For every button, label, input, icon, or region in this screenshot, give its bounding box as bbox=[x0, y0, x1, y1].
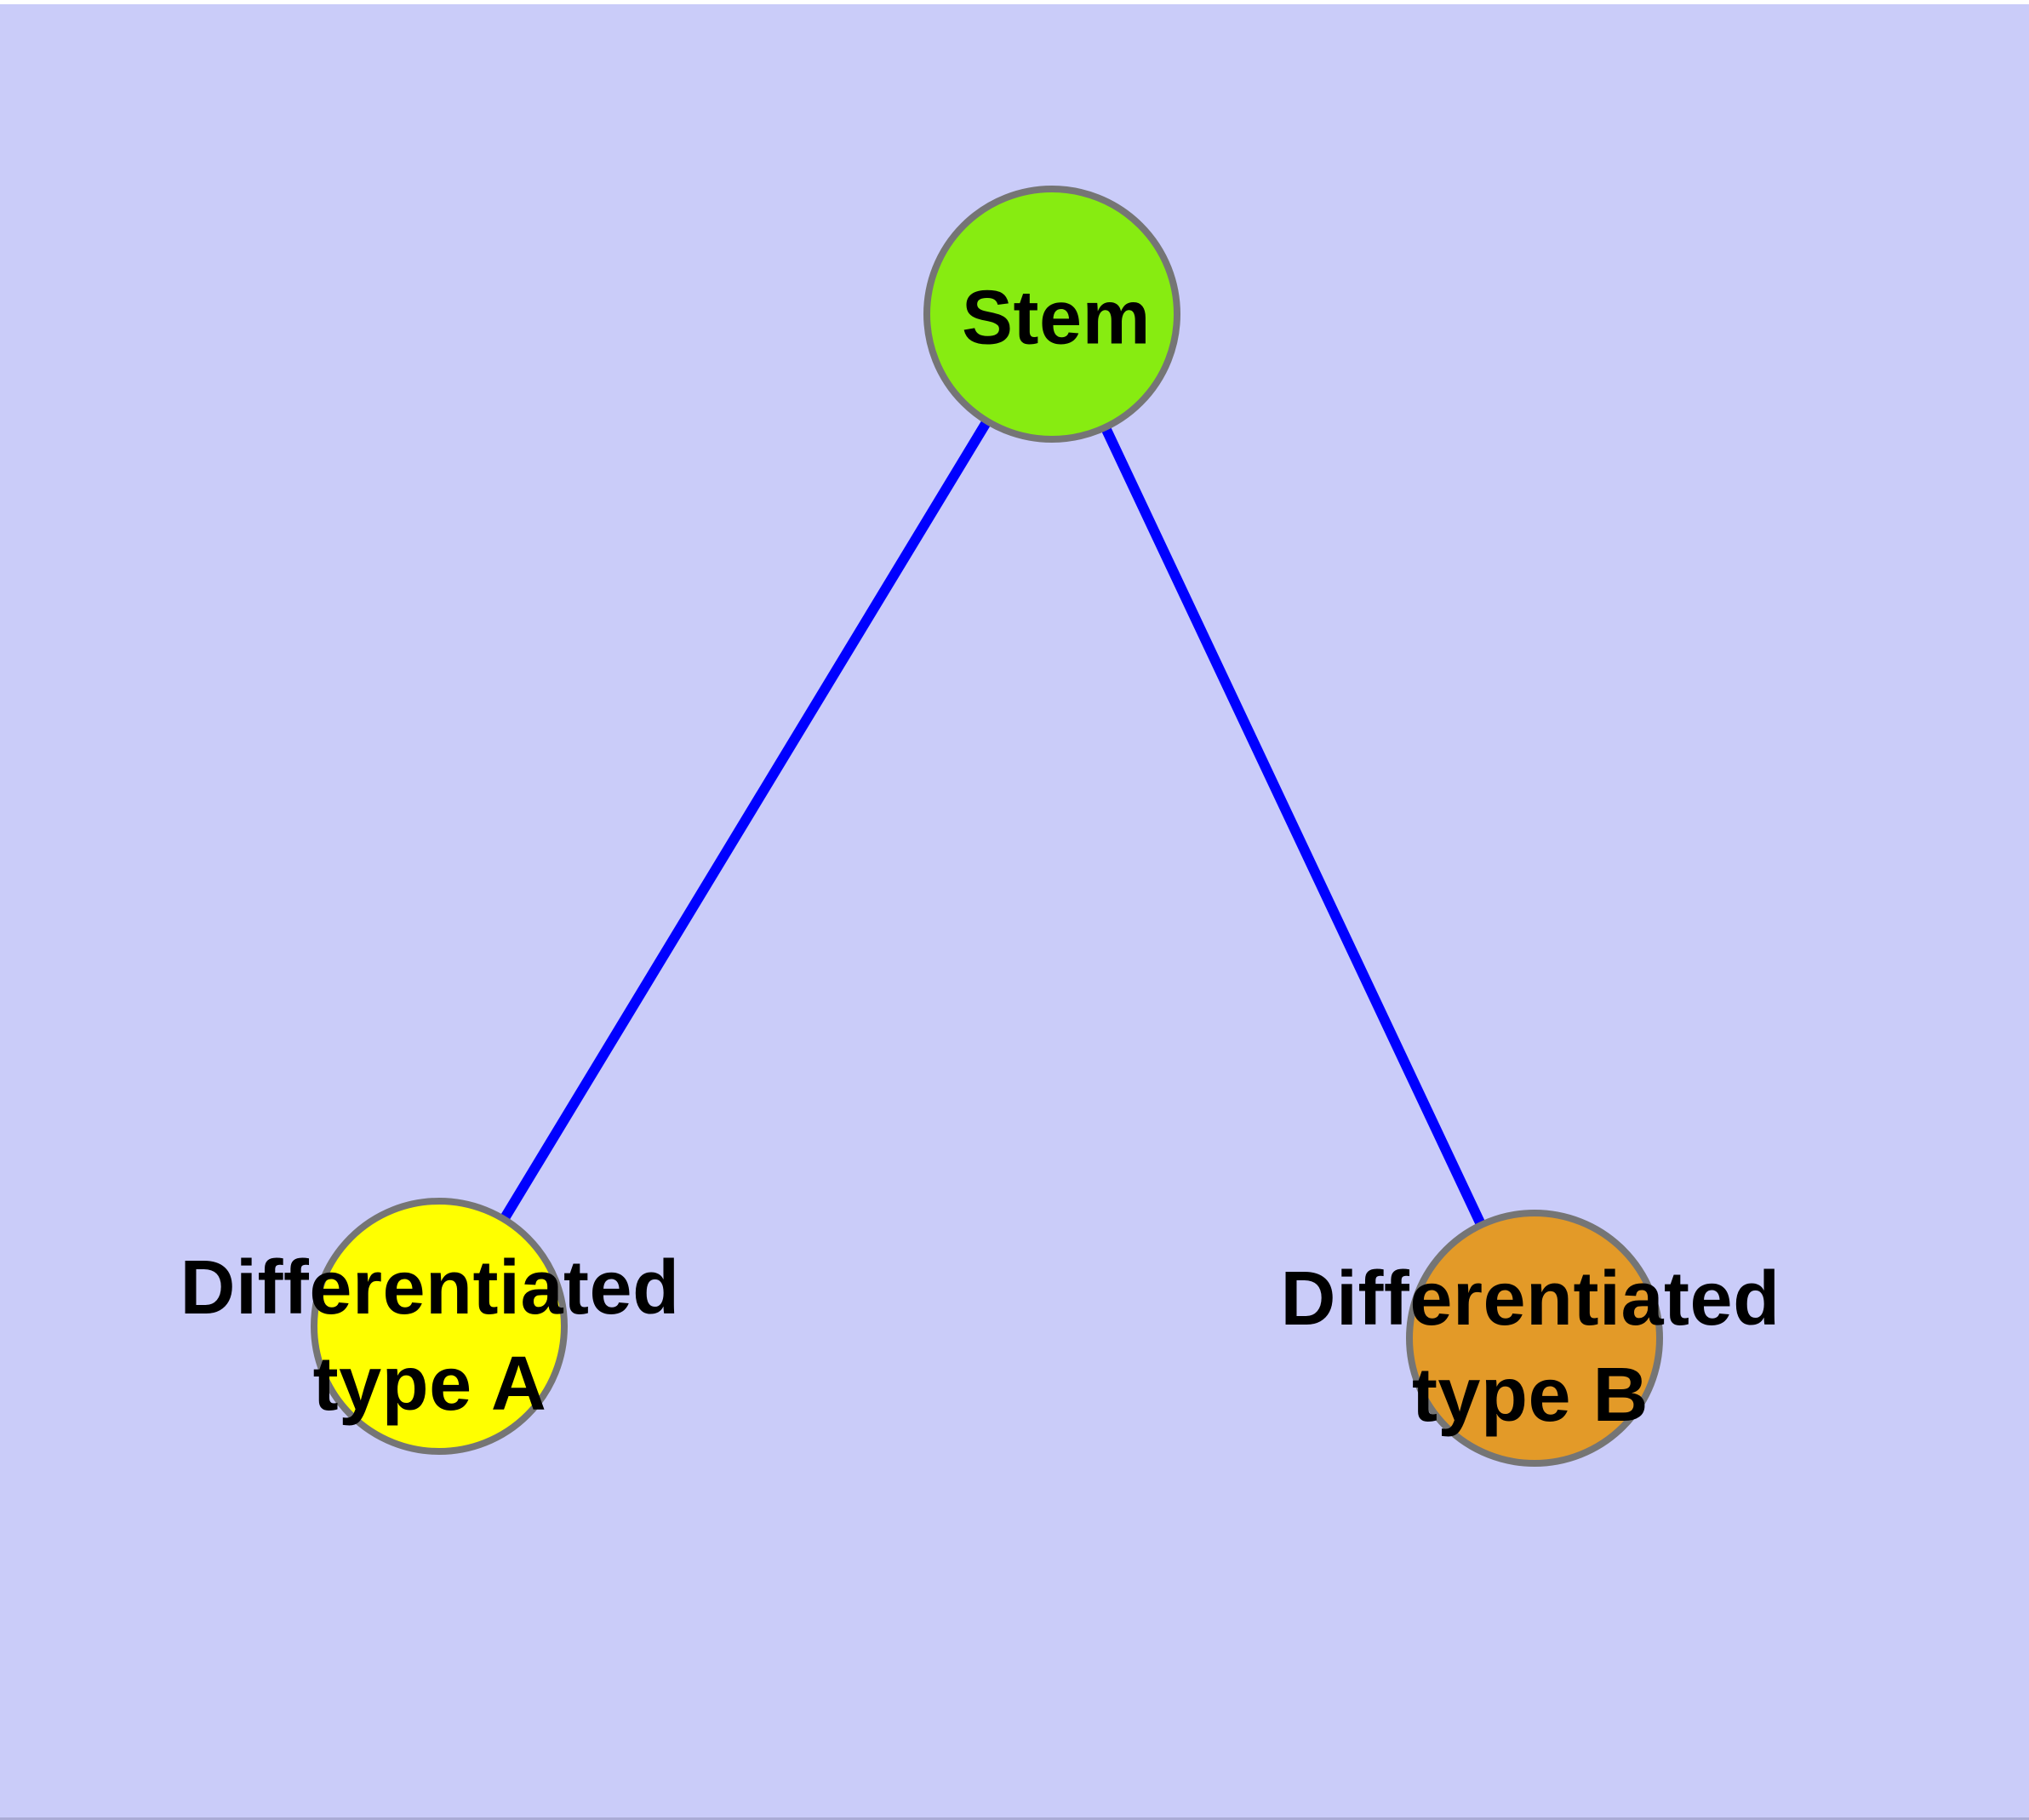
edge-stem-to-type-b bbox=[1047, 312, 1540, 1341]
edge-stem-to-type-a bbox=[434, 311, 1057, 1330]
screenshot-top-margin bbox=[0, 0, 2029, 4]
node-differentiated-type-a bbox=[311, 1198, 568, 1455]
node-stem bbox=[923, 186, 1180, 443]
node-label-stem: Stem bbox=[961, 275, 1152, 361]
screenshot-bottom-edge bbox=[0, 1817, 2029, 1820]
node-label-differentiated-type-b: Differentiated type B bbox=[1280, 1256, 1780, 1438]
node-label-differentiated-type-a: Differentiated type A bbox=[180, 1245, 680, 1427]
node-differentiated-type-b bbox=[1406, 1210, 1663, 1467]
